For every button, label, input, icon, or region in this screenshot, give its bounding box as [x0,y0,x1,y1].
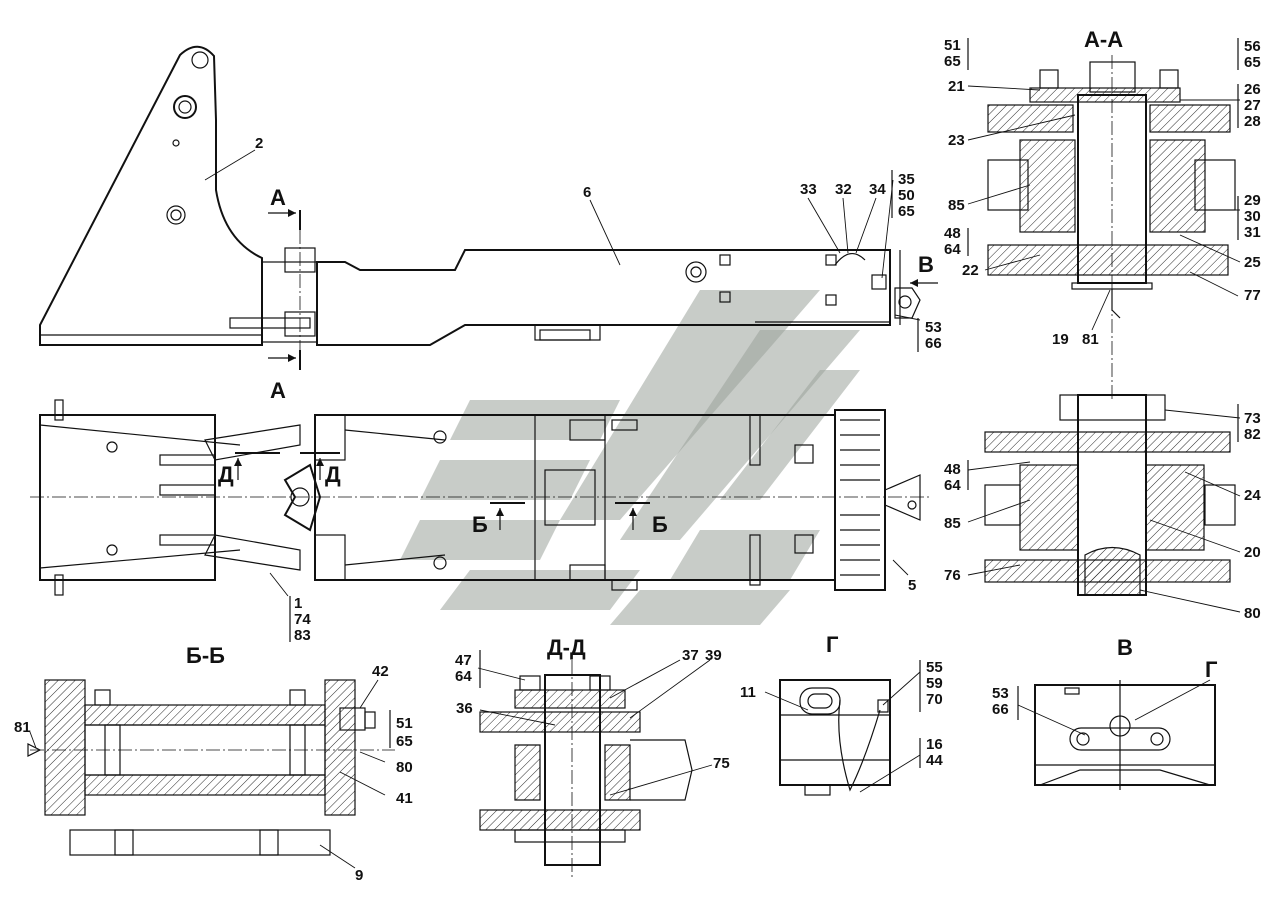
cut-marker-b-right: Б [652,512,668,537]
callout-85-aa: 85 [948,197,965,214]
beam-outline [316,249,891,346]
callout-75: 75 [713,755,730,772]
callout-28: 28 [1244,113,1261,130]
callout-21: 21 [948,78,965,95]
callout-30: 30 [1244,208,1261,225]
view-v-title: В [1117,635,1133,660]
callout-41: 41 [396,790,413,807]
callout-36: 36 [456,700,473,717]
callout-27: 27 [1244,97,1261,114]
callout-59: 59 [926,675,943,692]
callout-70: 70 [926,691,943,708]
callout-77: 77 [1244,287,1261,304]
callout-22: 22 [962,262,979,279]
callout-83: 83 [294,627,311,644]
callout-64-dd: 64 [455,668,472,685]
callout-16: 16 [926,736,943,753]
callout-33: 33 [800,181,817,198]
callout-25: 25 [1244,254,1261,271]
callout-65: 65 [898,203,915,220]
section-lower [967,394,1241,613]
bracket-outline [39,45,263,346]
view-v-marker-g: Г [1205,657,1218,682]
callout-55: 55 [926,659,943,676]
section-aa-title: А-А [1084,27,1123,52]
callout-64-lower: 64 [944,477,961,494]
callout-26: 26 [1244,81,1261,98]
callout-66: 66 [925,335,942,352]
section-dd: Д-Д [477,635,713,880]
callout-42: 42 [372,663,389,680]
callout-65-aa-right: 65 [1244,54,1261,71]
callout-80-bb: 80 [396,759,413,776]
plan-view [30,399,930,642]
callout-32: 32 [835,181,852,198]
callout-64-aa: 64 [944,241,961,258]
callout-80-lower: 80 [1244,605,1261,622]
callout-31: 31 [1244,224,1261,241]
callout-65-aa: 65 [944,53,961,70]
callout-29: 29 [1244,192,1261,209]
callout-50: 50 [898,187,915,204]
cut-marker-d-right: Д [325,462,341,487]
callout-66-v: 66 [992,701,1009,718]
callout-76: 76 [944,567,961,584]
callout-5: 5 [908,577,916,594]
callout-34: 34 [869,181,886,198]
callout-23: 23 [948,132,965,149]
cut-marker-d-left: Д [218,462,234,487]
callout-74: 74 [294,611,311,628]
callout-35: 35 [898,171,915,188]
callout-53-v: 53 [992,685,1009,702]
callout-20: 20 [1244,544,1261,561]
cut-marker-v: В [918,252,934,277]
callout-11: 11 [740,684,756,701]
callout-44: 44 [926,752,943,769]
callout-9: 9 [355,867,363,884]
view-v: В [1017,635,1216,790]
view-g: Г [764,632,921,796]
cut-marker-a-top: А [270,185,286,210]
callout-1: 1 [294,595,302,612]
watermark-logo [400,290,860,625]
cut-marker-a-bottom: А [270,378,286,403]
callout-81-aa: 81 [1082,331,1099,348]
section-bb-title: Б-Б [186,643,225,668]
callout-51-aa: 51 [944,37,961,54]
view-g-title: Г [826,632,839,657]
callout-81-bb: 81 [14,719,31,736]
callout-48-aa: 48 [944,225,961,242]
callout-51-bb: 51 [396,715,413,732]
section-dd-title: Д-Д [547,635,586,660]
callout-6: 6 [583,184,591,201]
callout-19: 19 [1052,331,1069,348]
callout-2: 2 [255,135,263,152]
callout-24: 24 [1244,487,1261,504]
callout-47: 47 [455,652,472,669]
callout-48-lower: 48 [944,461,961,478]
callout-39: 39 [705,647,722,664]
callout-53: 53 [925,319,942,336]
side-view [39,45,938,370]
callout-labels: 2 6 33 32 34 35 50 65 53 66 А А В 5 1 74… [14,37,1261,884]
callout-82: 82 [1244,426,1261,443]
callout-37: 37 [682,647,699,664]
cut-marker-b-left: Б [472,512,488,537]
section-bb: Б-Б [27,643,395,869]
callout-85-lower: 85 [944,515,961,532]
callout-56: 56 [1244,38,1261,55]
section-aa: А-А [967,27,1241,400]
callout-65-bb: 65 [396,733,413,750]
callout-73: 73 [1244,410,1261,427]
